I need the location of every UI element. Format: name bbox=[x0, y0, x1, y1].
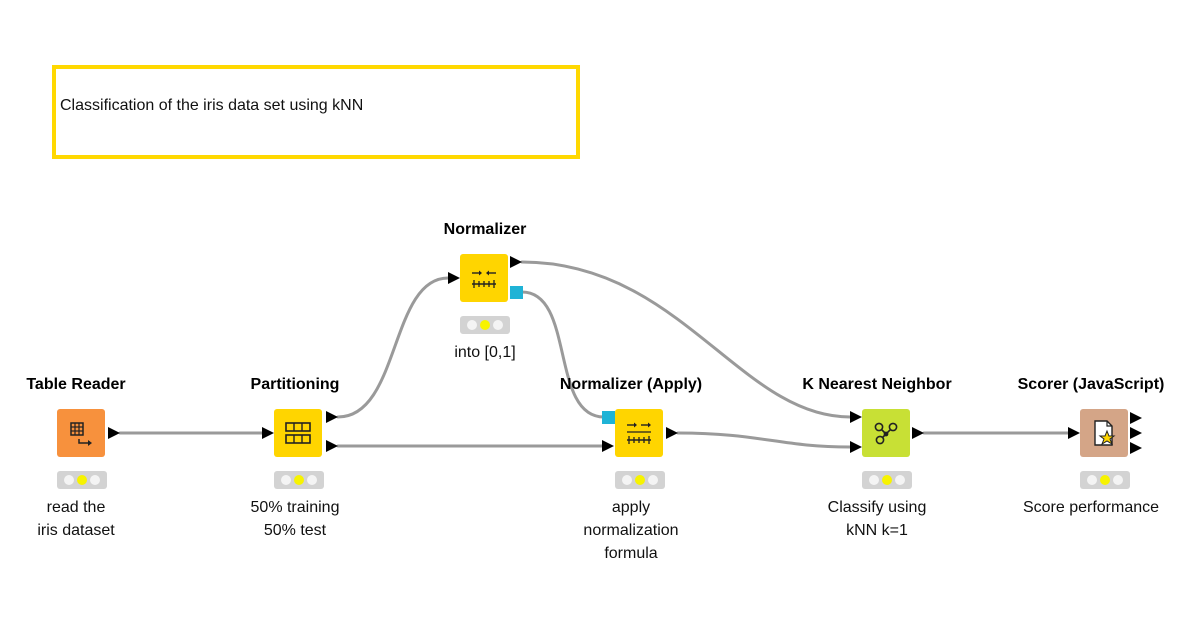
status-light-green bbox=[648, 475, 658, 485]
node-label-line: Score performance bbox=[1022, 499, 1160, 516]
node-label-line: formula bbox=[604, 545, 658, 562]
node-title: Partitioning bbox=[250, 376, 340, 393]
node-label-line: kNN k=1 bbox=[846, 522, 908, 539]
node-label: 50% training 50% test bbox=[195, 496, 395, 542]
scorer-out-port-2[interactable] bbox=[1130, 427, 1142, 439]
scorer-out-port-3[interactable] bbox=[1130, 442, 1142, 454]
node-status-indicator bbox=[615, 471, 665, 489]
node-title: Scorer (JavaScript) bbox=[1017, 376, 1165, 393]
table-reader-out-port[interactable] bbox=[108, 427, 120, 439]
node-label-line: iris dataset bbox=[37, 522, 115, 539]
knn-box[interactable] bbox=[862, 409, 910, 457]
normalizer-out-port-model[interactable] bbox=[510, 286, 523, 299]
normalizer-in-port[interactable] bbox=[448, 272, 460, 284]
partitioning-out-port-2[interactable] bbox=[326, 440, 338, 452]
status-light-yellow bbox=[635, 475, 645, 485]
normalizer-apply-in-port-data[interactable] bbox=[602, 440, 614, 452]
normalizer-box[interactable] bbox=[460, 254, 508, 302]
node-label: Score performance bbox=[991, 496, 1191, 519]
connection-normalizer-apply-to-knn[interactable] bbox=[676, 431, 852, 449]
status-light-yellow bbox=[294, 475, 304, 485]
status-light-red bbox=[467, 320, 477, 330]
connection-partitioning-to-normalizer[interactable] bbox=[336, 276, 450, 419]
workflow-annotation[interactable]: Classification of the iris data set usin… bbox=[52, 65, 580, 159]
node-status-indicator bbox=[862, 471, 912, 489]
node-label-line: normalization bbox=[583, 522, 679, 539]
normalizer-out-port-data[interactable] bbox=[510, 256, 522, 268]
partitioning-box[interactable] bbox=[274, 409, 322, 457]
normalizer-apply-in-port-model[interactable] bbox=[602, 411, 615, 424]
status-light-red bbox=[281, 475, 291, 485]
scorer-out-port-1[interactable] bbox=[1130, 412, 1142, 424]
annotation-text: Classification of the iris data set usin… bbox=[60, 97, 364, 114]
normalizer-apply-icon bbox=[627, 422, 651, 444]
status-light-red bbox=[622, 475, 632, 485]
knn-in-port-1[interactable] bbox=[850, 411, 862, 423]
connection-normalizer-data-to-knn[interactable] bbox=[520, 260, 852, 419]
node-label-line: apply bbox=[611, 499, 651, 516]
scorer-in-port[interactable] bbox=[1068, 427, 1080, 439]
connection-normalizer-model-to-apply[interactable] bbox=[520, 290, 606, 419]
status-light-yellow bbox=[882, 475, 892, 485]
node-label-line: Classify using bbox=[827, 499, 927, 516]
node-label: into [0,1] bbox=[385, 341, 585, 364]
normalizer-icon bbox=[472, 270, 496, 288]
partitioning-in-port[interactable] bbox=[262, 427, 274, 439]
status-light-yellow bbox=[77, 475, 87, 485]
node-label: read the iris dataset bbox=[0, 496, 176, 542]
status-light-yellow bbox=[1100, 475, 1110, 485]
status-light-green bbox=[1113, 475, 1123, 485]
knn-icon bbox=[874, 422, 898, 445]
status-light-green bbox=[90, 475, 100, 485]
status-light-green bbox=[895, 475, 905, 485]
status-light-green bbox=[307, 475, 317, 485]
node-label: Classify using kNN k=1 bbox=[777, 496, 977, 542]
table-reader-icon bbox=[70, 422, 92, 446]
node-status-indicator bbox=[274, 471, 324, 489]
node-label-line: into [0,1] bbox=[454, 344, 516, 361]
node-label-line: read the bbox=[46, 499, 106, 516]
status-light-red bbox=[1087, 475, 1097, 485]
normalizer-apply-box[interactable] bbox=[615, 409, 663, 457]
node-title: Normalizer bbox=[443, 221, 527, 238]
knn-out-port[interactable] bbox=[912, 427, 924, 439]
node-title: K Nearest Neighbor bbox=[802, 376, 952, 393]
node-title: Normalizer (Apply) bbox=[559, 376, 703, 393]
node-label-line: 50% training bbox=[250, 499, 340, 516]
node-status-indicator bbox=[57, 471, 107, 489]
knn-in-port-2[interactable] bbox=[850, 441, 862, 453]
node-status-indicator bbox=[460, 316, 510, 334]
table-reader-box[interactable] bbox=[57, 409, 105, 457]
status-light-yellow bbox=[480, 320, 490, 330]
node-status-indicator bbox=[1080, 471, 1130, 489]
node-title: Table Reader bbox=[26, 376, 126, 393]
scorer-box[interactable] bbox=[1080, 409, 1128, 457]
status-light-red bbox=[64, 475, 74, 485]
scorer-icon bbox=[1094, 420, 1116, 446]
status-light-green bbox=[493, 320, 503, 330]
status-light-red bbox=[869, 475, 879, 485]
normalizer-apply-out-port[interactable] bbox=[666, 427, 678, 439]
node-label-line: 50% test bbox=[263, 522, 327, 539]
node-label: apply normalization formula bbox=[531, 496, 731, 565]
partitioning-out-port-1[interactable] bbox=[326, 411, 338, 423]
partition-icon bbox=[285, 422, 311, 444]
